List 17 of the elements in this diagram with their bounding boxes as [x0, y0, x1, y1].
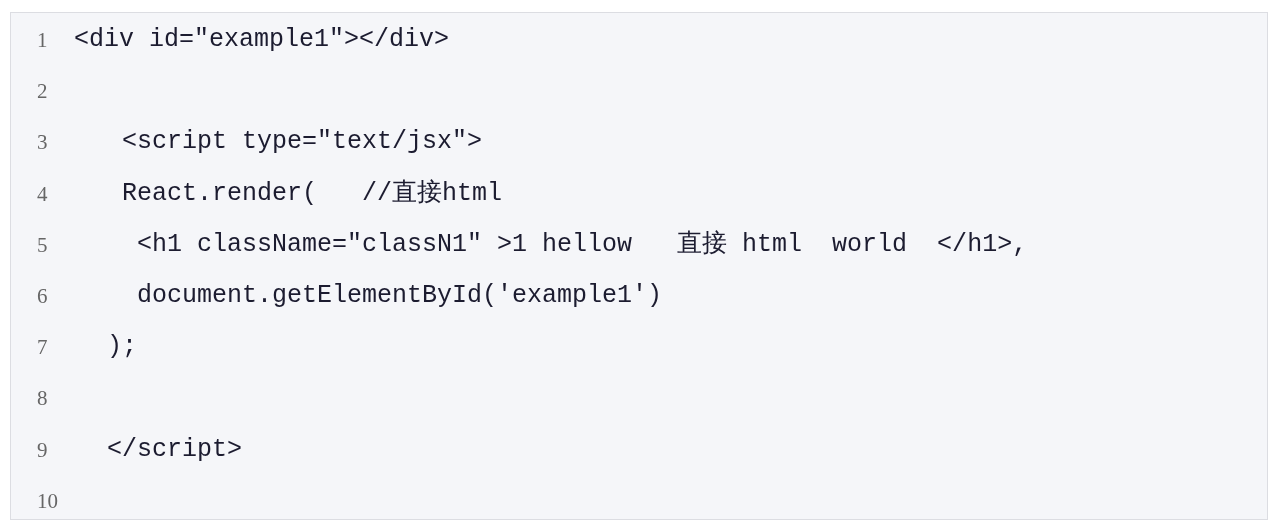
line-number: 4: [37, 180, 49, 208]
line-number: 5: [37, 231, 49, 259]
line-number: 1: [37, 27, 49, 54]
code-line: <h1 className="classN1" >1 hellow 直接 html world </h1>,: [137, 229, 1028, 260]
line-number: 7: [37, 334, 49, 362]
line-number: 9: [37, 436, 49, 464]
line-number: 8: [37, 385, 49, 413]
code-line: <script type="text/jsx">: [122, 127, 483, 158]
line-number: 2: [37, 78, 49, 106]
code-line: );: [107, 332, 137, 363]
code-line: <div id="example1"></div>: [74, 25, 450, 55]
code-line: </script>: [107, 434, 243, 465]
code-line: document.getElementById('example1'): [137, 281, 663, 311]
code-line: React.render( //直接html: [122, 178, 503, 209]
line-number: 3: [37, 129, 49, 157]
line-number: 6: [37, 283, 49, 310]
line-number: 10: [37, 487, 59, 515]
